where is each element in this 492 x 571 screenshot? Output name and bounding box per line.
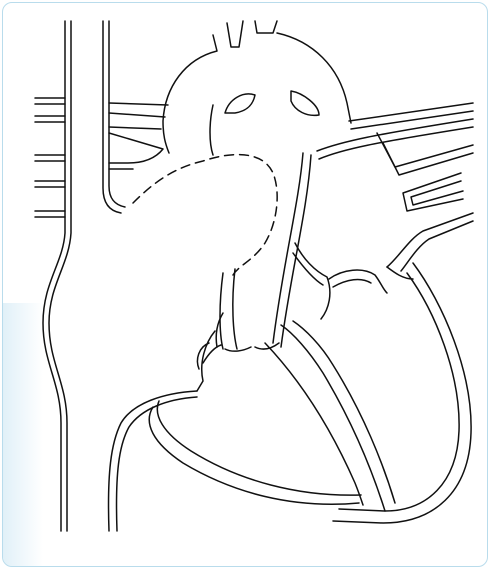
pulmonary-artery-left-branch <box>108 102 169 170</box>
right-ventricle <box>107 330 362 532</box>
pulmonary-veins-right <box>34 97 66 218</box>
pulmonary-artery-right-branch <box>316 102 474 176</box>
aortic-arch <box>162 20 352 156</box>
hidden-boundary-dashed <box>132 153 278 276</box>
tricuspid-valve <box>202 312 224 364</box>
heart-diagram <box>34 20 474 532</box>
vena-cava <box>42 20 126 532</box>
pulmonary-trunk <box>272 152 331 348</box>
ascending-aorta <box>219 268 280 352</box>
diagram-frame <box>2 2 488 567</box>
pulmonary-veins-left <box>386 172 474 272</box>
interventricular-septum <box>264 342 364 506</box>
left-ventricle <box>280 262 472 524</box>
frame-edge-glow <box>3 303 43 566</box>
